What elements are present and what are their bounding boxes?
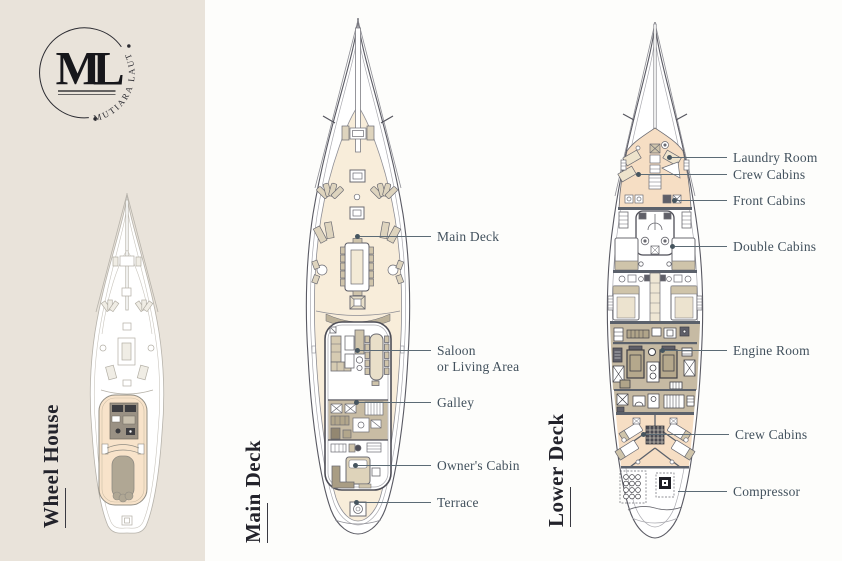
logo-monogram: ML bbox=[56, 43, 123, 95]
main-deck-title: Main Deck bbox=[241, 393, 268, 543]
callout-label: Main Deck bbox=[437, 229, 500, 244]
stern-hatch bbox=[121, 515, 133, 526]
callout-label: Compressor bbox=[733, 484, 801, 499]
wheel-house-title: Wheel House bbox=[39, 378, 66, 528]
passage bbox=[330, 442, 382, 453]
callout-line bbox=[664, 350, 727, 351]
logo-dot bbox=[93, 117, 97, 121]
lower-deck-title-text: Lower Deck bbox=[544, 413, 568, 527]
callout-label: Front Cabins bbox=[733, 193, 806, 208]
callout-dot bbox=[659, 348, 665, 353]
double-cabins-section bbox=[607, 272, 703, 324]
deck-furniture bbox=[99, 255, 155, 395]
callout-label: Double Cabins bbox=[733, 239, 817, 254]
callout-dot bbox=[635, 172, 641, 177]
crew-cabins-aft-section bbox=[614, 415, 696, 469]
main-deck-plan bbox=[305, 17, 411, 535]
brand-logo: MUTIARA LAUT ML bbox=[39, 27, 135, 123]
logo-circle bbox=[39, 27, 122, 119]
callout-dot bbox=[669, 244, 675, 249]
callout-dot bbox=[354, 348, 360, 353]
lower-deck-plan bbox=[606, 21, 704, 539]
callout-front-cabins: Front Cabins bbox=[671, 193, 806, 209]
wheel-house-title-text: Wheel House bbox=[39, 404, 63, 528]
superstructure bbox=[324, 321, 392, 491]
callout-line bbox=[676, 200, 727, 201]
title-underline bbox=[65, 488, 66, 528]
logo-dot bbox=[127, 44, 131, 48]
title-underline bbox=[570, 487, 571, 527]
callout-line bbox=[674, 246, 727, 247]
callout-line bbox=[645, 434, 729, 435]
saloon bbox=[329, 326, 390, 386]
callout-label: Laundry Room bbox=[733, 150, 818, 165]
callout-engine-room: Engine Room bbox=[659, 343, 810, 359]
callout-owners-cabin: Owner's Cabin bbox=[352, 458, 520, 474]
deck-furniture bbox=[311, 125, 405, 328]
callout-label: Crew Cabins bbox=[733, 167, 806, 182]
callout-double-cabins: Double Cabins bbox=[669, 239, 817, 255]
wheel-house-structure bbox=[98, 394, 148, 506]
galley bbox=[328, 400, 388, 441]
engine-room-section bbox=[610, 324, 700, 415]
callout-label: Crew Cabins bbox=[735, 427, 808, 442]
callout-dot bbox=[352, 463, 358, 468]
callout-compressor: Compressor bbox=[678, 484, 800, 500]
front-cabins-section bbox=[613, 210, 697, 273]
main-deck-title-text: Main Deck bbox=[241, 439, 265, 543]
callout-label: Owner's Cabin bbox=[437, 458, 520, 473]
callout-line bbox=[358, 502, 431, 503]
callout-line bbox=[359, 350, 431, 351]
lower-deck-title: Lower Deck bbox=[544, 377, 571, 527]
callout-crew-cabins-fore: Crew Cabins bbox=[635, 167, 806, 183]
callout-line bbox=[359, 236, 431, 237]
callout-label: Terrace bbox=[437, 495, 479, 510]
callout-line bbox=[671, 157, 727, 158]
callout-label-line2: or Living Area bbox=[437, 359, 520, 374]
callout-terrace: Terrace bbox=[353, 495, 479, 511]
callout-label: Galley bbox=[437, 395, 475, 410]
title-underline bbox=[267, 503, 268, 543]
callout-line bbox=[358, 402, 431, 403]
callout-dot bbox=[354, 234, 360, 239]
callout-dot bbox=[353, 500, 359, 505]
callout-label: Engine Room bbox=[733, 343, 810, 358]
callout-dot bbox=[671, 198, 677, 203]
callout-line bbox=[640, 174, 727, 175]
callout-dot bbox=[640, 432, 646, 437]
callout-line bbox=[357, 465, 431, 466]
laundry-crew-section bbox=[617, 127, 692, 210]
compressor-section bbox=[619, 470, 683, 524]
callout-label-line1: Saloon bbox=[437, 343, 476, 358]
wheel-house-plan bbox=[89, 192, 165, 534]
callout-galley: Galley bbox=[353, 395, 475, 411]
callout-main-deck: Main Deck bbox=[354, 229, 500, 245]
callout-dot bbox=[353, 400, 359, 405]
callout-crew-cabins-aft: Crew Cabins bbox=[640, 427, 808, 443]
callout-laundry-room: Laundry Room bbox=[666, 150, 818, 166]
callout-line bbox=[678, 491, 727, 492]
callout-dot bbox=[666, 155, 672, 160]
